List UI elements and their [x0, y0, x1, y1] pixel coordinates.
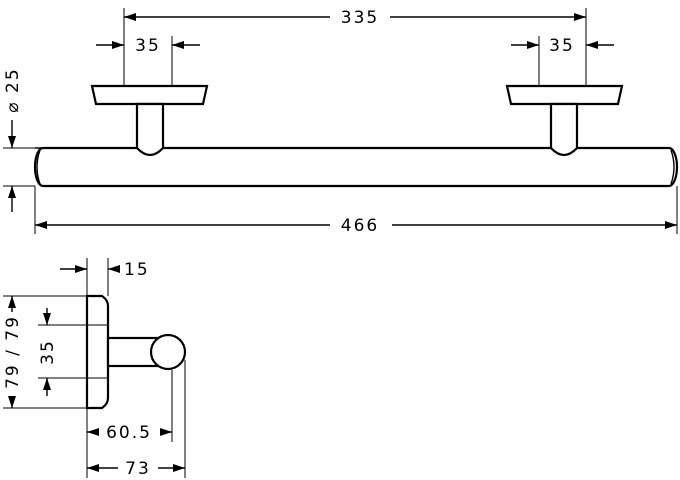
right-mount-plate — [505, 84, 624, 106]
dim-projection-inner: 60.5 — [106, 423, 152, 443]
dim-left-flange: 35 — [135, 36, 161, 56]
dim-right-flange: 35 — [549, 36, 575, 56]
bar-cross-section — [149, 333, 187, 371]
side-wall-plate — [85, 294, 110, 410]
right-post — [549, 102, 579, 157]
front-view: 335 35 35 ⌀ 25 466 — [3, 8, 679, 236]
dim-mount-spacing: 335 — [341, 8, 379, 28]
dim-projection-total: 73 — [125, 459, 151, 479]
dim-flange-inner: 35 — [38, 339, 58, 365]
grab-bar — [33, 146, 679, 188]
dim-overall-length: 466 — [341, 216, 379, 236]
side-view: 15 79 / 79 35 60.5 73 — [3, 258, 187, 479]
dim-side-depth: 15 — [124, 260, 150, 280]
dim-bar-diameter: ⌀ 25 — [3, 67, 23, 112]
diameter-symbol: ⌀ — [3, 100, 23, 112]
left-mount-plate — [90, 84, 209, 106]
left-post — [135, 102, 165, 157]
dim-flange-height: 79 / 79 — [3, 315, 23, 389]
